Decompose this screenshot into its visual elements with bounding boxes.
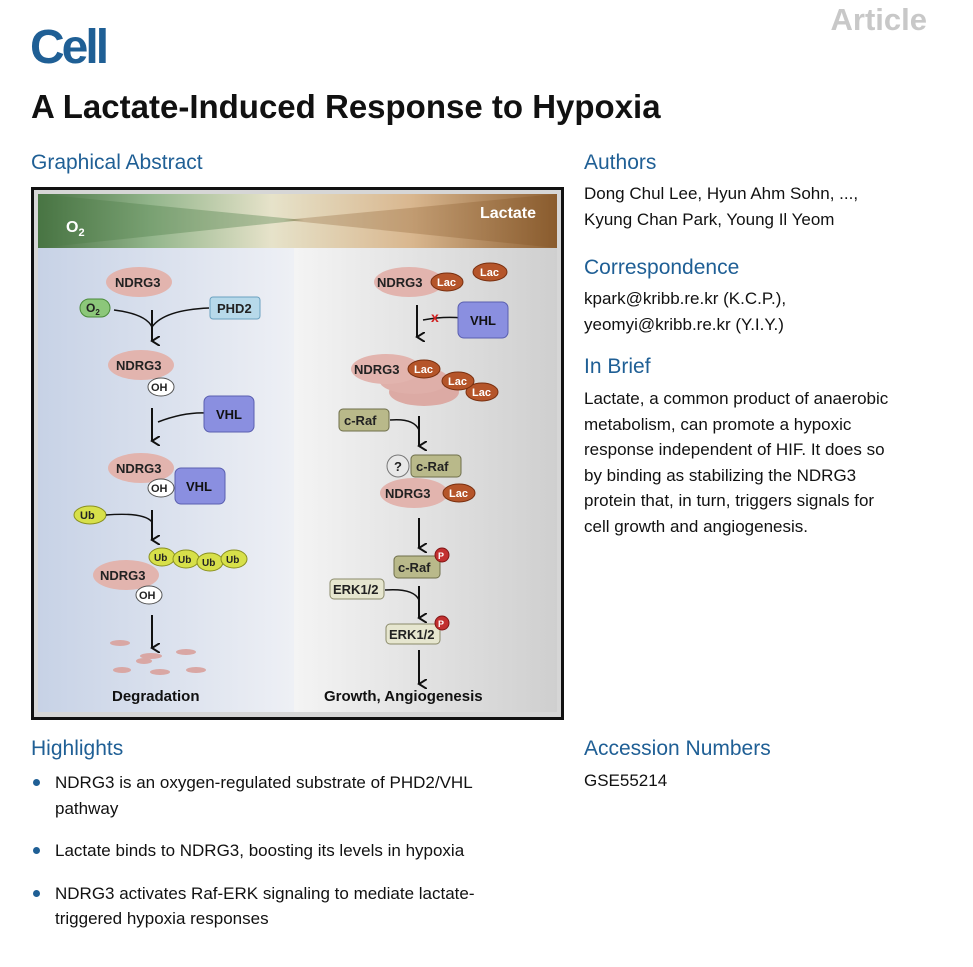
highlight-text: NDRG3 is an oxygen-regulated substrate o… xyxy=(55,773,473,792)
oh-group: OH xyxy=(151,382,168,394)
highlight-item: NDRG3 is an oxygen-regulated substrate o… xyxy=(31,770,551,821)
ubiquitin: Ub xyxy=(202,558,215,569)
in-brief-line: metabolism, can promote a hypoxic xyxy=(584,414,852,434)
highlight-item: NDRG3 activates Raf-ERK signaling to med… xyxy=(31,881,551,932)
authors-list: Dong Chul Lee, Hyun Ahm Sohn, ..., Kyung… xyxy=(584,181,858,232)
phd2-enzyme: PHD2 xyxy=(217,301,252,316)
ubiquitin: Ub xyxy=(226,555,239,566)
craf-kinase: c-Raf xyxy=(416,459,449,474)
highlights-heading: Highlights xyxy=(31,737,124,760)
lactate-molecule: Lac xyxy=(448,376,467,388)
paper-title: A Lactate-Induced Response to Hypoxia xyxy=(31,88,661,125)
vhl-protein: VHL xyxy=(216,407,242,422)
in-brief-line: Lactate, a common product of anaerobic xyxy=(584,389,889,408)
lactate-label: Lactate xyxy=(480,205,536,222)
unknown-factor: ? xyxy=(394,459,402,474)
lactate-molecule: Lac xyxy=(449,488,468,500)
highlight-text: Lactate binds to NDRG3, boosting its lev… xyxy=(55,841,465,860)
accession-number[interactable]: GSE55214 xyxy=(584,771,668,790)
article-type-tag: Article xyxy=(830,2,927,37)
craf-kinase: c-Raf xyxy=(344,413,377,428)
in-brief-heading: In Brief xyxy=(584,355,651,378)
in-brief-text: Lactate, a common product of anaerobic m… xyxy=(584,386,888,539)
highlight-text: NDRG3 activates Raf-ERK signaling to med… xyxy=(55,883,475,903)
ubiquitin: Ub xyxy=(178,555,191,566)
highlight-text: triggered hypoxia responses xyxy=(55,909,269,928)
correspondence-emails: kpark@kribb.re.kr (K.C.P.), yeomyi@kribb… xyxy=(584,286,786,337)
ubiquitin: Ub xyxy=(154,553,167,564)
bullet-icon xyxy=(33,889,40,897)
highlight-text: pathway xyxy=(55,798,119,818)
vhl-protein: VHL xyxy=(470,313,496,328)
growth-angiogenesis-label: Growth, Angiogenesis xyxy=(324,688,483,705)
graphical-abstract-heading: Graphical Abstract xyxy=(31,151,203,174)
lactate-molecule: Lac xyxy=(414,364,433,376)
ndrg3-vhl-complex: NDRG3 xyxy=(116,461,162,476)
lactate-molecule: Lac xyxy=(480,267,499,279)
in-brief-line: protein that, in turn, triggers signals … xyxy=(584,491,875,510)
accession-heading: Accession Numbers xyxy=(584,737,771,760)
ndrg3-protein: NDRG3 xyxy=(115,275,161,290)
bullet-icon xyxy=(33,847,40,854)
email-link[interactable]: yeomyi@kribb.re.kr (Y.I.Y.) xyxy=(584,314,784,334)
phosphate-group: P xyxy=(438,551,444,561)
o2-molecule: O2 xyxy=(86,301,100,317)
in-brief-line: cell growth and angiogenesis. xyxy=(584,516,808,536)
degradation-label: Degradation xyxy=(112,688,200,705)
highlights-list: NDRG3 is an oxygen-regulated substrate o… xyxy=(31,770,551,949)
right-pathway: NDRG3 Lac Lac x VHL Lac Lac NDRG3 Lac c-… xyxy=(324,262,509,705)
oh-group: OH xyxy=(151,483,168,495)
lactate-molecule: Lac xyxy=(472,387,491,399)
ndrg3-stabilized: NDRG3 xyxy=(354,362,400,377)
graphical-abstract-figure: O2 Lactate NDRG3 O2 PHD2 NDRG3 OH VHL xyxy=(31,187,564,720)
correspondence-heading: Correspondence xyxy=(584,256,740,279)
erk-phosphorylated: ERK1/2 xyxy=(389,627,435,642)
ndrg3-hydroxylated: NDRG3 xyxy=(116,358,162,373)
in-brief-line: by binding as stabilizing the NDRG3 xyxy=(584,465,857,485)
bullet-icon xyxy=(33,779,40,786)
left-pathway: NDRG3 O2 PHD2 NDRG3 OH VHL NDRG3 OH xyxy=(73,267,261,705)
authors-line: Kyung Chan Park, Young Il Yeom xyxy=(584,209,835,229)
ndrg3-ubiquitinated: NDRG3 xyxy=(100,568,146,583)
craf-phosphorylated: c-Raf xyxy=(398,560,431,575)
oh-group: OH xyxy=(139,590,156,602)
ndrg3-craf-complex: NDRG3 xyxy=(385,486,431,501)
ndrg3-protein: NDRG3 xyxy=(377,275,423,290)
o2-label: O2 xyxy=(66,219,85,239)
highlight-item: Lactate binds to NDRG3, boosting its lev… xyxy=(31,838,551,864)
blocked-icon: x xyxy=(431,309,439,325)
ubiquitin: Ub xyxy=(80,510,95,522)
erk-kinase: ERK1/2 xyxy=(333,582,379,597)
lactate-molecule: Lac xyxy=(437,277,456,289)
authors-line: Dong Chul Lee, Hyun Ahm Sohn, ..., xyxy=(584,184,859,203)
vhl-protein: VHL xyxy=(186,479,212,494)
phosphate-group: P xyxy=(438,619,444,629)
email-link[interactable]: kpark@kribb.re.kr (K.C.P.), xyxy=(584,289,787,308)
in-brief-line: response independent of HIF. It does so xyxy=(584,440,885,459)
journal-logo: Cell xyxy=(30,21,109,74)
authors-heading: Authors xyxy=(584,151,657,174)
